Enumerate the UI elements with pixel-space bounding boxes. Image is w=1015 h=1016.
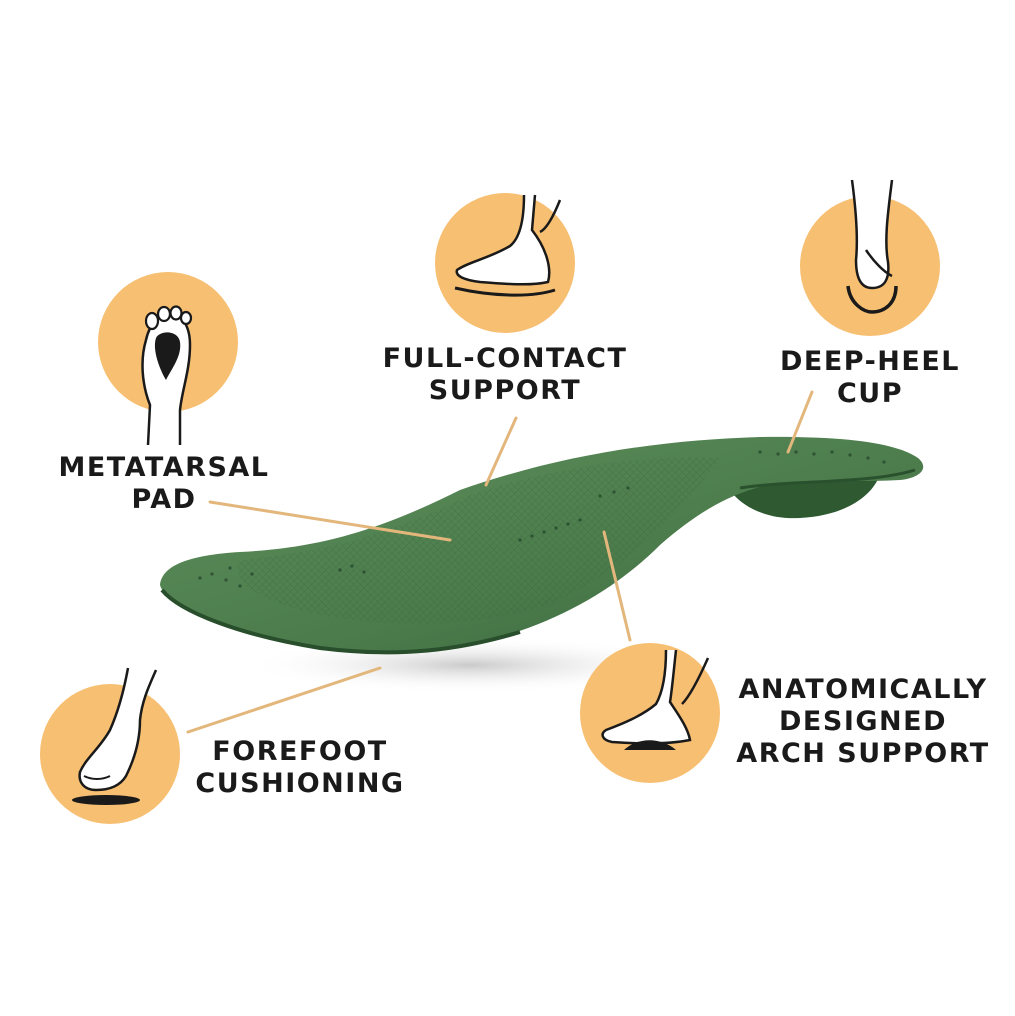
insole-perforations (198, 450, 886, 588)
label-arch-support: ANATOMICALLY DESIGNED ARCH SUPPORT (718, 674, 1008, 770)
foot-sole-icon (98, 272, 238, 446)
label-line: DEEP-HEEL (779, 346, 960, 377)
foot-tiptoe-icon (40, 667, 180, 824)
insole-heel-rim (739, 468, 916, 490)
label-line: CUP (836, 378, 904, 409)
insole-mesh (237, 457, 720, 624)
label-line: FOREFOOT (212, 736, 388, 767)
label-line: SUPPORT (428, 375, 582, 406)
label-metatarsal-pad: METATARSAL PAD (40, 452, 288, 516)
insole-illustration (160, 436, 924, 655)
leader-arch (602, 530, 632, 642)
label-full-contact-support: FULL-CONTACT SUPPORT (360, 343, 650, 407)
insole-edge (160, 588, 521, 655)
leader-deep-heel (786, 390, 814, 454)
leader-full-contact (484, 416, 518, 487)
leader-metatarsal (208, 500, 452, 542)
label-deep-heel-cup: DEEP-HEEL CUP (760, 346, 980, 410)
label-forefoot-cushioning: FOREFOOT CUSHIONING (180, 736, 420, 800)
leader-forefoot (186, 666, 382, 734)
label-line: PAD (131, 484, 197, 515)
label-line: CUSHIONING (195, 768, 405, 799)
label-line: DESIGNED (779, 706, 947, 737)
foot-arch-icon (580, 643, 720, 783)
foot-side-icon (435, 193, 575, 333)
label-line: METATARSAL (58, 452, 270, 483)
heel-cup-icon (800, 179, 940, 336)
label-line: ANATOMICALLY (738, 674, 988, 705)
leader-lines (186, 390, 814, 734)
label-line: ARCH SUPPORT (736, 738, 990, 769)
label-line: FULL-CONTACT (382, 343, 628, 374)
